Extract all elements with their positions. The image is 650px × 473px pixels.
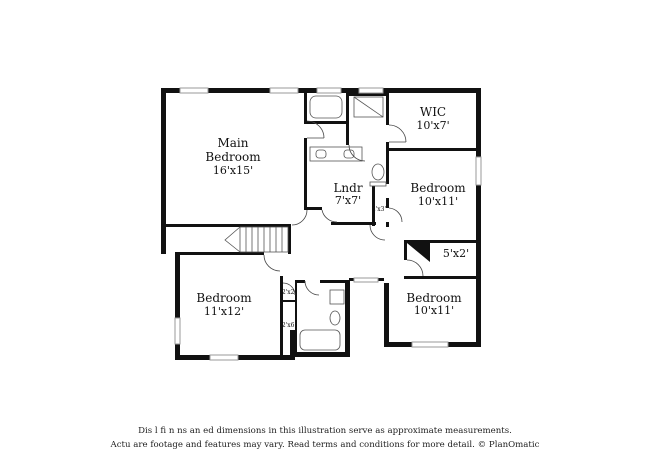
interior-walls — [161, 93, 481, 356]
wic-label: WIC — [420, 105, 446, 119]
fixtures — [299, 95, 387, 351]
bathtub-icon — [309, 95, 343, 119]
disclaimer-line-1: Dis l fi n ns an ed dimensions in this i… — [138, 426, 512, 436]
windows — [174, 87, 482, 361]
hall-sink-icon — [329, 289, 345, 305]
hall-closet-b-dims: 2'x6' — [282, 322, 297, 329]
hall-bathtub-icon — [299, 329, 341, 351]
bedroom-left-label: Bedroom — [196, 291, 252, 305]
vanity-icon — [309, 146, 363, 162]
small-closet-dims: 5'x2' — [443, 247, 469, 260]
hall-toilet-icon — [329, 310, 341, 326]
shower-icon — [353, 96, 384, 118]
door-swings — [263, 120, 424, 296]
main-bedroom-label-1: Main — [217, 136, 248, 150]
bedroom-upper-right-dims: 10'x11' — [418, 195, 458, 208]
closet-shelf-marker — [407, 243, 430, 262]
bedroom-upper-right-label: Bedroom — [410, 181, 466, 195]
wic-dims: 10'x7' — [416, 119, 449, 132]
bedroom-lower-right-dims: 10'x11' — [414, 304, 454, 317]
bedroom-lower-right-label: Bedroom — [406, 291, 462, 305]
hall-closet-a-dims: 2'x2' — [282, 289, 297, 296]
disclaimer-line-2: Actu are footage and features may vary. … — [110, 440, 540, 450]
laundry-closet-dims: 2'x3' — [372, 206, 387, 213]
toilet-icon — [371, 163, 385, 181]
laundry-label: Lndr — [333, 181, 362, 195]
main-bedroom-dims: 16'x15' — [213, 164, 253, 177]
stairs — [224, 226, 289, 253]
laundry-dims: 7'x7' — [335, 194, 361, 207]
bedroom-left-dims: 11'x12' — [204, 305, 244, 318]
main-bedroom-label-2: Bedroom — [205, 150, 261, 164]
